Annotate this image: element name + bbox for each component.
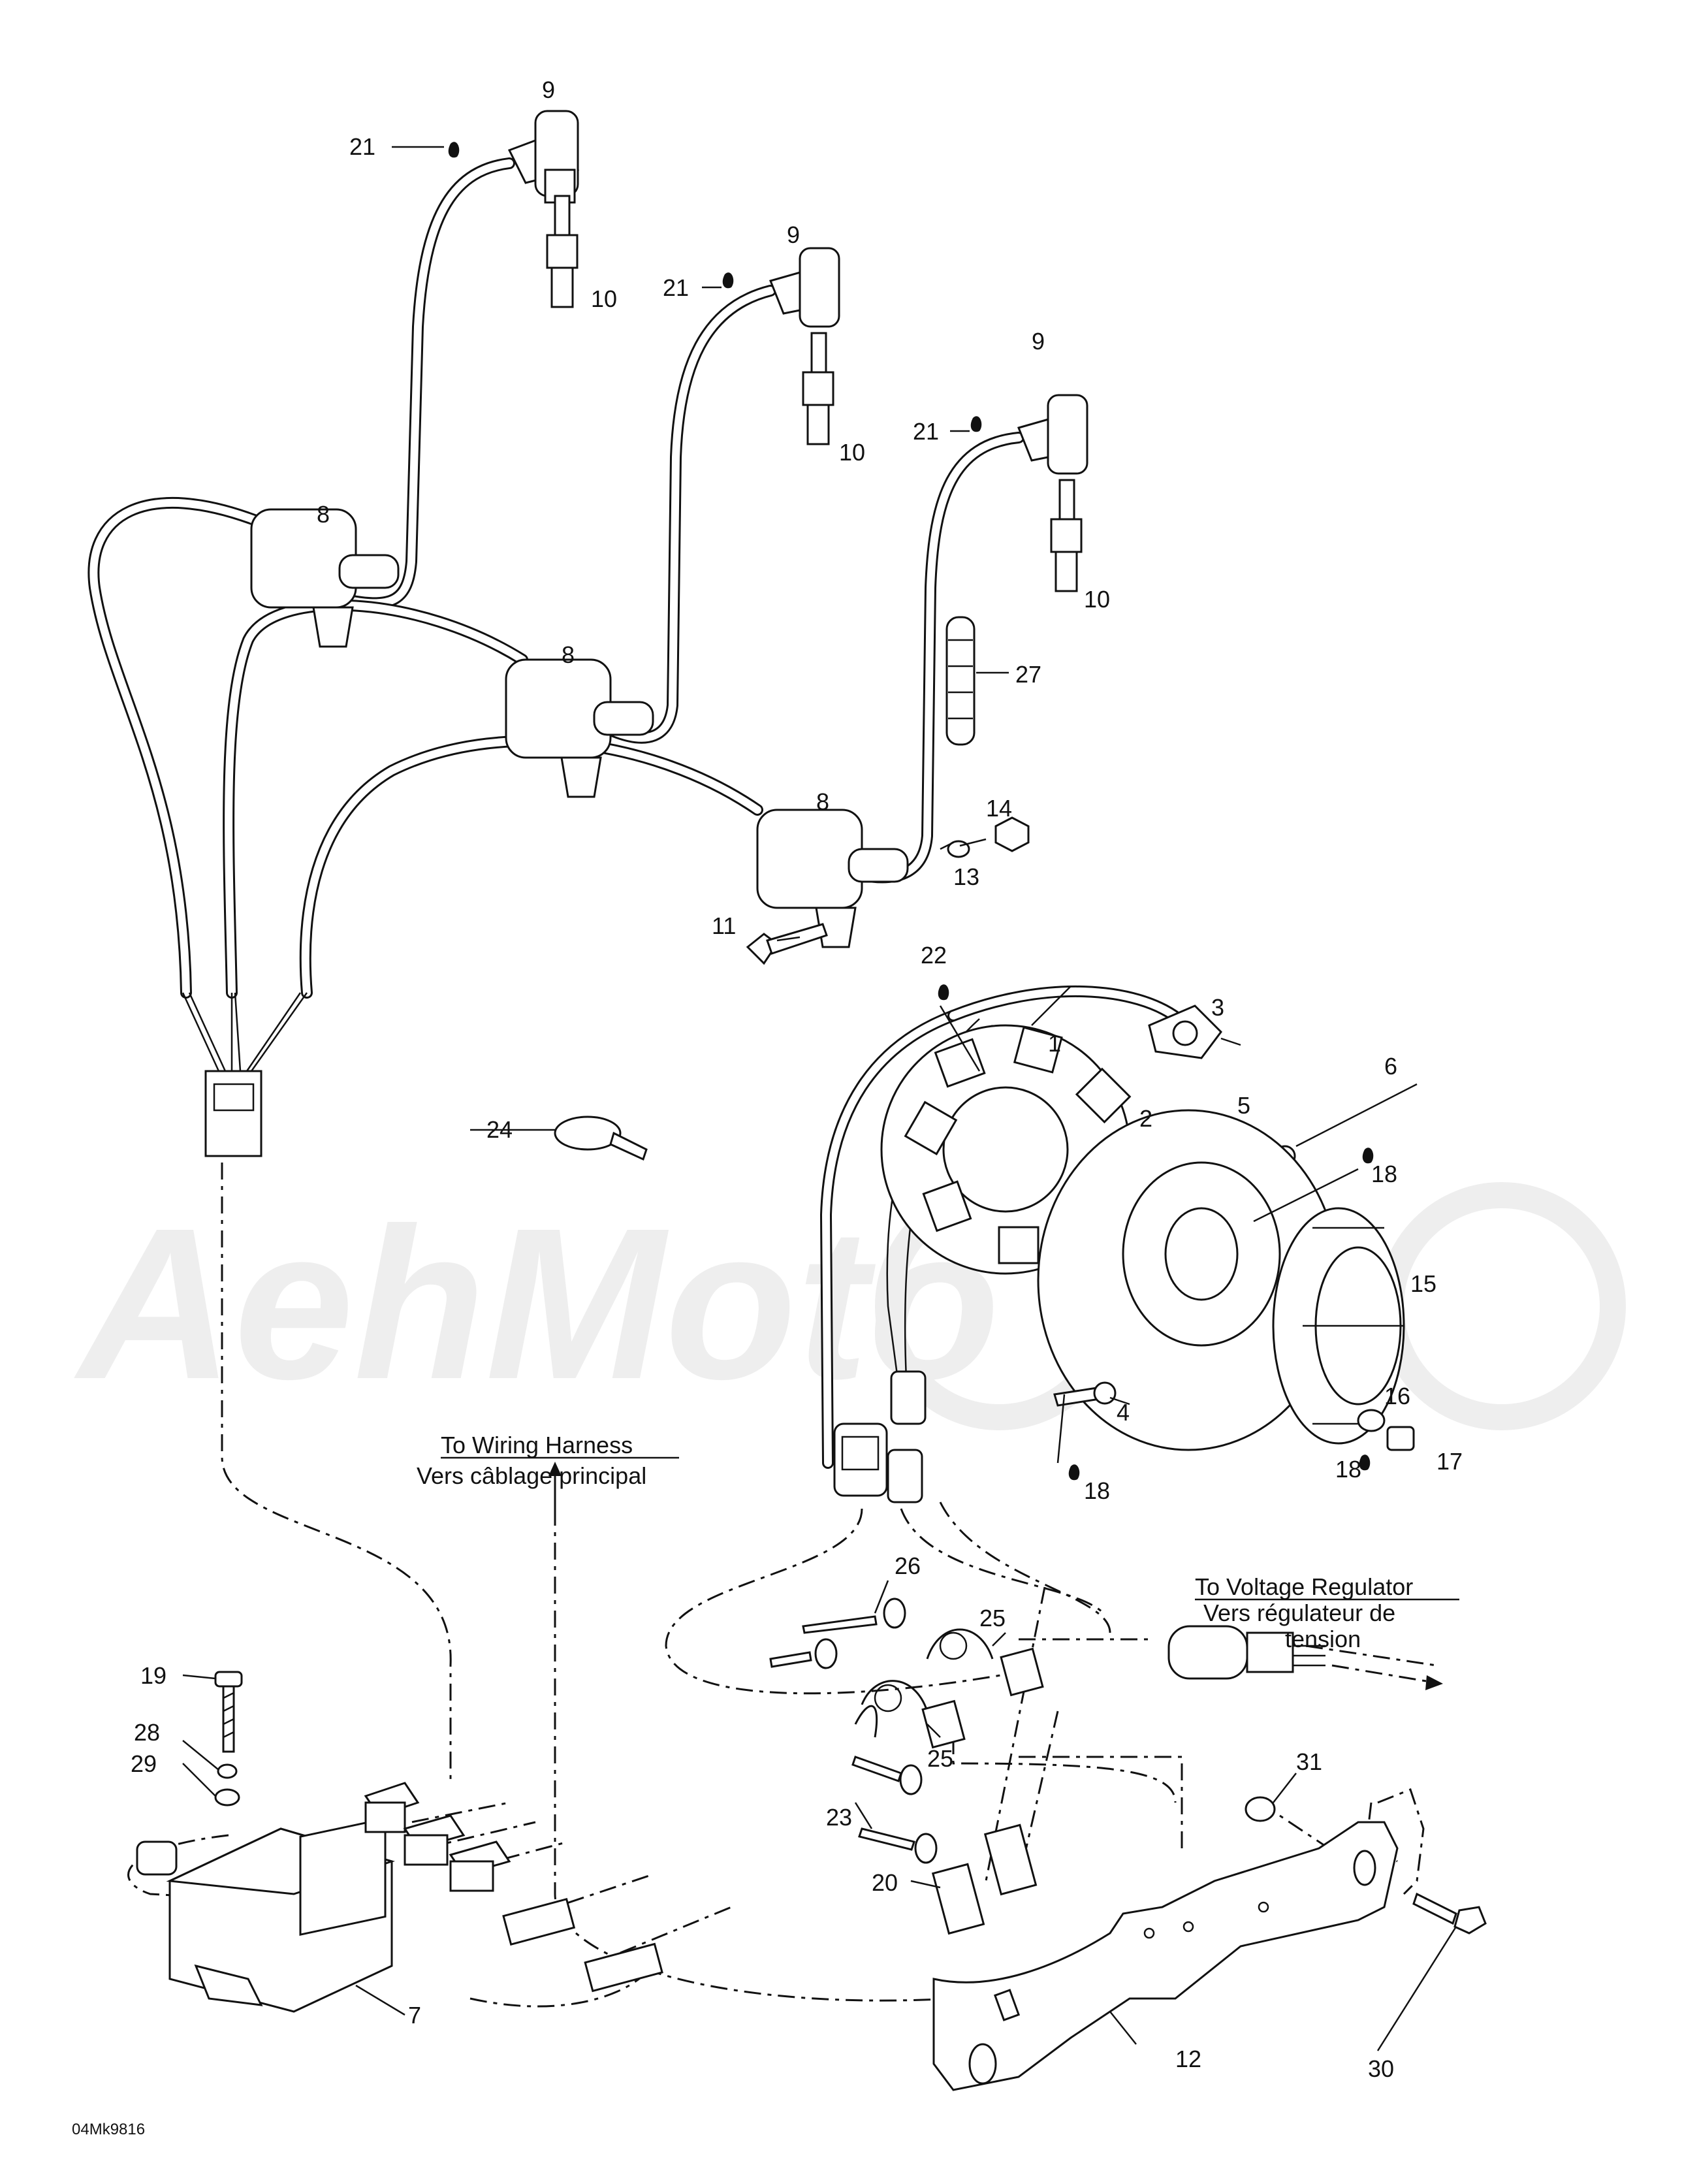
screw-11: [746, 923, 828, 965]
callout-7: 7: [408, 2002, 421, 2029]
spark-plug-cap-2: [769, 247, 840, 328]
callout-13: 13: [953, 863, 979, 890]
stator-connector-small-2: [887, 1449, 923, 1503]
spark-plug-3: [1050, 479, 1083, 592]
callout-14: 14: [986, 795, 1012, 822]
callout-17: 17: [1436, 1448, 1463, 1475]
callout-6: 6: [1384, 1053, 1397, 1080]
callout-15: 15: [1410, 1270, 1436, 1297]
nut-31: [1245, 1796, 1276, 1822]
callout-18c: 18: [1084, 1477, 1110, 1504]
callout-21b: 21: [663, 274, 689, 301]
callout-22: 22: [921, 942, 947, 969]
callout-10b: 10: [839, 439, 865, 466]
callout-1: 1: [1048, 1030, 1061, 1057]
spark-plug-cap-1: [507, 110, 580, 204]
callout-8a: 8: [317, 501, 330, 528]
callout-29: 29: [131, 1750, 157, 1777]
mount-outline: [1377, 1788, 1425, 1895]
magneto-housing: [1037, 1109, 1340, 1451]
wire-sleeve: [945, 616, 976, 746]
note-regulator-fr-1: Vers régulateur de: [1203, 1599, 1395, 1626]
trigger-coil: [1148, 1004, 1222, 1059]
flywheel: [1272, 1207, 1405, 1445]
callout-10c: 10: [1084, 586, 1110, 613]
wire-clip-25: [854, 1628, 1044, 1749]
rivet-26: [769, 1598, 906, 1669]
ignition-coil-3: [756, 809, 909, 948]
mounting-bracket: [932, 1821, 1399, 2091]
ignition-module: [136, 1817, 396, 2013]
callout-8c: 8: [816, 788, 829, 815]
callout-5: 5: [1237, 1092, 1250, 1119]
bolt-17: [1386, 1426, 1415, 1451]
callout-9a: 9: [542, 76, 555, 103]
callout-9b: 9: [787, 221, 800, 248]
callout-24: 24: [486, 1116, 513, 1143]
callout-19: 19: [140, 1662, 167, 1689]
drawing-code: 04Mk9816: [72, 2121, 145, 2138]
module-connectors: [364, 1782, 663, 1993]
callout-4: 4: [1117, 1399, 1130, 1426]
watermark-text: AehMoto: [72, 1183, 1000, 1424]
sealant-drops: [448, 142, 1374, 1481]
callout-11: 11: [712, 912, 736, 939]
callout-25b: 25: [927, 1745, 953, 1772]
callout-28: 28: [134, 1719, 160, 1746]
callout-10a: 10: [591, 285, 617, 312]
callout-20: 20: [872, 1869, 898, 1896]
callout-2: 2: [1139, 1105, 1152, 1132]
screw-19: [214, 1671, 243, 1753]
callout-12: 12: [1175, 2046, 1201, 2072]
callout-31: 31: [1296, 1748, 1322, 1775]
callout-8b: 8: [562, 641, 575, 668]
clip-20: [931, 1823, 1038, 1935]
callout-21a: 21: [349, 133, 375, 160]
stator-connector-small-1: [890, 1370, 927, 1425]
callout-27: 27: [1015, 661, 1041, 688]
note-harness-fr: Vers câblage principal: [417, 1462, 646, 1489]
rivet-23: [851, 1756, 938, 1864]
flat-washer-29: [214, 1788, 240, 1807]
bolt-30: [1412, 1892, 1487, 1935]
nut-14: [994, 816, 1030, 852]
note-voltage-regulator: To Voltage Regulator Vers régulateur de …: [1195, 1573, 1459, 1652]
leader-lines: [182, 146, 1457, 2051]
note-regulator-fr-2: tension: [1285, 1626, 1361, 1652]
washer-16: [1357, 1409, 1386, 1432]
callout-labels: 9 21 10 9 21 10 9 21 10 8 8 8 27 14 13 1…: [131, 76, 1463, 2082]
callout-25a: 25: [979, 1605, 1006, 1631]
callout-23: 23: [826, 1804, 852, 1831]
note-regulator-en: To Voltage Regulator: [1195, 1573, 1413, 1600]
note-wiring-harness: To Wiring Harness Vers câblage principal: [417, 1432, 679, 1489]
callout-16: 16: [1384, 1383, 1410, 1409]
callout-3: 3: [1211, 994, 1224, 1021]
ignition-wires: [87, 157, 1024, 1072]
callout-9c: 9: [1032, 328, 1045, 355]
callout-30: 30: [1368, 2055, 1394, 2082]
spark-plug-cap-3: [1017, 394, 1088, 475]
callout-18a: 18: [1371, 1161, 1397, 1187]
regulator-connector: [1167, 1625, 1325, 1680]
ignition-coil-2: [505, 658, 654, 798]
ignition-coil-1: [250, 508, 400, 648]
callout-26: 26: [895, 1552, 921, 1579]
lock-washer-28: [217, 1763, 238, 1779]
callout-18b: 18: [1335, 1456, 1361, 1483]
spark-plug-1: [546, 195, 579, 308]
spark-plug-2: [802, 332, 834, 445]
note-harness-en: To Wiring Harness: [441, 1432, 633, 1458]
stator-connector-round: [833, 1422, 888, 1497]
cable-tie-24: [554, 1116, 648, 1161]
callout-21c: 21: [913, 418, 939, 445]
